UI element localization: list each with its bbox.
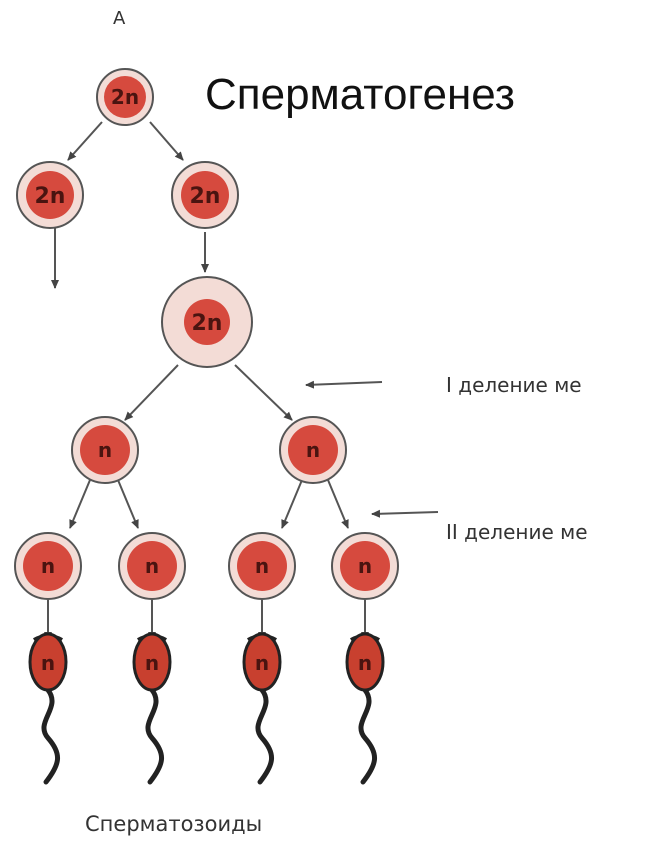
spermatozoon: n — [132, 632, 172, 785]
sperm-head — [132, 632, 172, 692]
cell-m2-4: n — [331, 532, 399, 600]
sperm-tail — [255, 687, 274, 785]
ploidy-label: n — [306, 438, 320, 462]
sperm-head — [242, 632, 282, 692]
arrow-m1l-right — [117, 479, 139, 529]
arrow-top-right — [149, 121, 184, 161]
cell-nucleus — [181, 171, 229, 219]
cell-nucleus — [184, 299, 230, 345]
ploidy-label: 2n — [35, 184, 66, 209]
label-a: А — [113, 8, 126, 29]
ploidy-label: n — [41, 554, 55, 578]
cell-top: 2n — [96, 68, 154, 126]
sperm-tail — [41, 687, 60, 785]
sperm-tail — [145, 687, 164, 785]
cell-m2-1: n — [14, 532, 82, 600]
ploidy-label: 2n — [111, 85, 139, 109]
sperm-head — [28, 632, 68, 692]
arrow-big-right — [234, 364, 293, 421]
sperm-tail — [358, 687, 377, 785]
spermatozoon: n — [345, 632, 385, 785]
arrow-big-left — [124, 364, 179, 421]
arrow-m1l-left — [69, 479, 91, 529]
division-2-label: II деление ме — [446, 520, 588, 544]
cell-nucleus — [26, 171, 74, 219]
cell-nucleus — [340, 541, 390, 591]
ploidy-label: n — [145, 554, 159, 578]
ploidy-label: 2n — [190, 184, 221, 209]
arrow-m1r-left — [281, 479, 303, 529]
ploidy-label: n — [41, 651, 55, 675]
cell-nucleus — [104, 76, 146, 118]
arrow-division-1 — [305, 380, 383, 389]
ploidy-label: n — [255, 554, 269, 578]
ploidy-label: n — [255, 651, 269, 675]
cell-nucleus — [288, 425, 338, 475]
cell-left-a: 2n — [16, 161, 84, 229]
cell-nucleus — [237, 541, 287, 591]
cells: 2n 2n 2n 2n n n n n n n — [14, 68, 399, 600]
sperm-head — [345, 632, 385, 692]
ploidy-label: n — [358, 651, 372, 675]
cell-nucleus — [23, 541, 73, 591]
ploidy-label: n — [358, 554, 372, 578]
cell-nucleus — [127, 541, 177, 591]
page-title: Сперматогенез — [205, 70, 515, 119]
arrow-division-2 — [371, 509, 439, 518]
spermatozoa-label: Сперматозоиды — [85, 812, 263, 836]
spermatozoon: n — [28, 632, 68, 785]
ploidy-label: n — [145, 651, 159, 675]
cell-right-a: 2n — [171, 161, 239, 229]
cell-m1-left: n — [71, 416, 139, 484]
ploidy-label: 2n — [192, 311, 223, 336]
cell-m2-3: n — [228, 532, 296, 600]
cell-m2-2: n — [118, 532, 186, 600]
spermatozoon: n — [242, 632, 282, 785]
division-1-label: I деление ме — [446, 373, 582, 397]
cell-big: 2n — [161, 276, 253, 368]
ploidy-label: n — [98, 438, 112, 462]
arrow-m1r-right — [327, 479, 349, 529]
cell-m1-right: n — [279, 416, 347, 484]
cell-nucleus — [80, 425, 130, 475]
arrow-top-left — [67, 121, 103, 161]
